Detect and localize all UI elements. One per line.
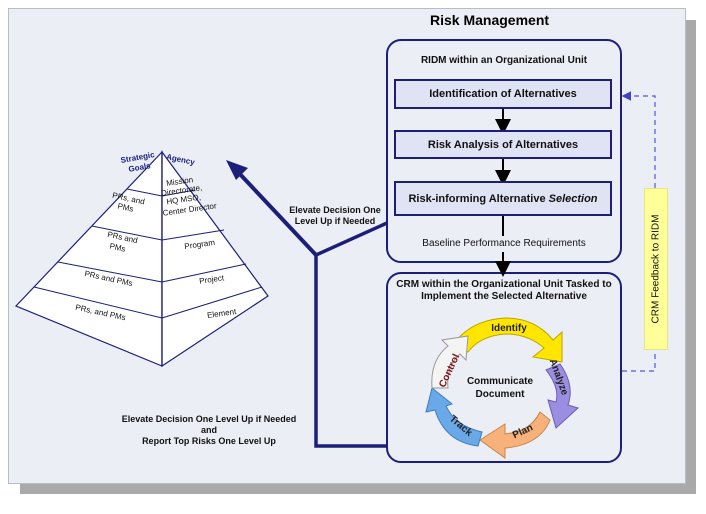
elevation-connector (314, 221, 388, 448)
baseline-requirements: Baseline Performance Requirements (422, 238, 586, 249)
svg-text:Identify: Identify (491, 323, 527, 334)
elevate-top-line1: Elevate Decision One (289, 205, 381, 215)
pyramid-right-1a: Mission (166, 175, 194, 188)
crm-feedback-label-box: CRM Feedback to RIDM (644, 188, 668, 350)
crm-cycle: Identify Analyze Plan Track Control Comm… (425, 317, 579, 459)
ridm-step-selection-italic: Selection (548, 192, 598, 205)
elevate-top-line2: Level Up if Needed (294, 216, 376, 226)
cycle-control-arrow (431, 335, 469, 389)
svg-text:Goals: Goals (128, 161, 152, 174)
elevate-bottom-line1: Elevate Decision One Level Up if Needed (121, 414, 297, 424)
pyramid-right-4: Element (206, 307, 237, 320)
ridm-step-selection-label: Risk-informing Alternative (408, 192, 549, 205)
elevate-arrow-shaft (236, 170, 318, 257)
cycle-track-arrow (425, 387, 483, 447)
pyramid-right-2: Program (184, 238, 216, 251)
cycle-center-communicate: Communicate (467, 376, 534, 387)
ridm-step-risk-analysis-label: Risk Analysis of Alternatives (427, 138, 579, 151)
pyramid-right-3: Project (199, 273, 226, 285)
cycle-label-identify: Identify (491, 323, 527, 334)
elevate-arrow-head (226, 160, 248, 180)
diagram-title: Risk Management (430, 12, 550, 28)
pyramid-left-2b: PMs (109, 241, 127, 253)
svg-text:Project: Project (199, 273, 226, 285)
pyramid-left-face (14, 150, 163, 367)
cycle-plan-arrow (479, 411, 551, 459)
elevate-bottom-label: Elevate Decision One Level Up if Needed … (104, 414, 314, 447)
organization-pyramid: Strategic Goals Agency PRs, and PMs PRs … (14, 150, 269, 368)
svg-text:PMs: PMs (117, 201, 135, 213)
ridm-step-risk-analysis: Risk Analysis of Alternatives (394, 130, 612, 159)
svg-text:Mission: Mission (166, 175, 194, 188)
elevate-bottom-line2: and (200, 425, 217, 435)
cycle-center-document: Document (476, 389, 526, 400)
svg-text:PMs: PMs (109, 241, 127, 253)
svg-text:Element: Element (206, 307, 237, 320)
ridm-heading: RIDM within an Organizational Unit (420, 55, 588, 66)
svg-text:Document: Document (476, 389, 526, 400)
cycle-identify-arrow (451, 317, 563, 363)
crm-heading: CRM within the Organizational Unit Taske… (396, 279, 612, 302)
elevate-top-label: Elevate Decision One Level Up if Needed (280, 205, 390, 227)
ridm-step-selection: Risk-informing Alternative Selection (394, 181, 612, 216)
pyramid-header-left-2: Goals (128, 161, 152, 174)
crm-feedback-label: CRM Feedback to RIDM (650, 214, 662, 324)
elevate-bottom-line3: Report Top Risks One Level Up (142, 436, 276, 446)
ridm-step-identification: Identification of Alternatives (394, 79, 612, 109)
pyramid-left-1b: PMs (117, 201, 135, 213)
ridm-step-identification-label: Identification of Alternatives (429, 88, 577, 100)
svg-text:Program: Program (184, 238, 216, 251)
svg-text:Communicate: Communicate (467, 376, 534, 387)
cycle-analyze-arrow (545, 363, 579, 429)
